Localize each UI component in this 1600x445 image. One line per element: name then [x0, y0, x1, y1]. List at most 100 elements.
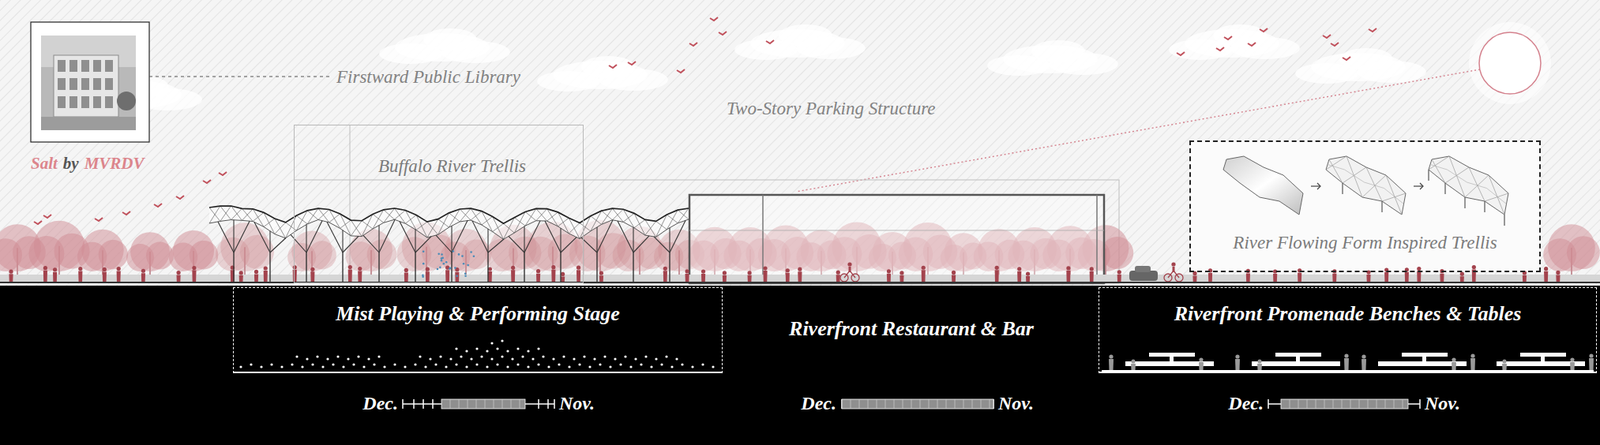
trellis-form-inset — [1419, 183, 1424, 190]
trellis-canopy — [269, 231, 271, 253]
trellis-form-inset — [1430, 165, 1448, 171]
benches — [1344, 353, 1349, 358]
trellis-form-inset — [1325, 156, 1347, 170]
season-timelines — [954, 399, 956, 410]
people — [1522, 275, 1527, 283]
stage-dots — [346, 357, 350, 361]
season-timelines — [502, 399, 504, 410]
trellis-canopy — [231, 208, 243, 220]
trellis-canopy — [492, 223, 504, 232]
stage-dots — [500, 339, 504, 342]
stage-dots — [490, 357, 493, 361]
stage-dots — [521, 355, 524, 358]
stage-dots — [603, 355, 606, 358]
node-title: Mist Playing & Performing Stage — [335, 302, 620, 327]
stage-dots — [623, 355, 627, 358]
trellis-canopy — [487, 252, 489, 283]
stage-dots — [377, 355, 380, 358]
people — [1555, 270, 1560, 275]
season-timelines — [519, 399, 521, 410]
birds — [627, 61, 636, 65]
trellis-form-inset — [1381, 201, 1383, 213]
season-timelines — [1402, 399, 1404, 410]
stage-dots — [510, 357, 514, 361]
trellis-canopy — [450, 252, 452, 283]
stage-dots — [531, 357, 534, 361]
stage-dots — [675, 357, 678, 361]
people — [348, 270, 353, 283]
mist — [422, 250, 425, 253]
month-label: Nov. — [998, 393, 1034, 416]
season-timelines — [1350, 399, 1352, 410]
season-timelines — [911, 399, 913, 410]
mist — [458, 253, 461, 256]
season-timelines — [458, 399, 460, 410]
people — [1416, 271, 1421, 283]
season-timelines — [946, 399, 947, 410]
trellis-form-inset — [1366, 167, 1383, 202]
stage-dots — [495, 363, 499, 366]
people — [899, 270, 904, 275]
season-timelines — [413, 399, 415, 410]
trellis-form-inset — [1385, 175, 1402, 215]
people — [685, 269, 690, 274]
benches — [1588, 358, 1594, 371]
people — [239, 275, 244, 283]
ground-line — [0, 282, 1600, 284]
stage-dots — [459, 355, 462, 358]
trellis-canopy — [450, 225, 452, 253]
birds — [1259, 28, 1268, 32]
program-box: Riverfront Promenade Benches & Tables — [1098, 287, 1597, 374]
trellis-canopy — [378, 252, 380, 283]
stage-dots — [305, 357, 308, 361]
stage-dots — [567, 365, 571, 369]
trellis-canopy — [341, 230, 343, 253]
stage-dots — [259, 365, 263, 369]
stage-dots — [362, 365, 365, 369]
inset-box: River Flowing Form Inspired Trellis — [1189, 140, 1541, 273]
benches — [1130, 359, 1135, 364]
benches — [1198, 357, 1203, 362]
trellis-canopy — [209, 206, 689, 240]
restaurant-building — [1096, 195, 1098, 284]
stage-dots — [290, 363, 293, 366]
trellis-form-inset — [1413, 185, 1424, 187]
credit-text: MVRDV — [84, 153, 145, 173]
benches — [1569, 357, 1574, 362]
trellis-canopy — [399, 221, 416, 253]
mist — [462, 262, 466, 266]
people — [116, 271, 121, 283]
trellis-form-inset — [1344, 169, 1365, 183]
stage-dots — [270, 363, 273, 366]
people — [348, 265, 353, 270]
mist — [469, 251, 473, 254]
mist — [445, 261, 448, 264]
sun — [1479, 32, 1541, 94]
trellis-form-inset — [1189, 140, 1541, 273]
benches — [1257, 364, 1262, 371]
benches — [1470, 358, 1476, 371]
library-photo — [69, 60, 78, 72]
stage-dots — [490, 341, 493, 345]
people — [1089, 266, 1094, 271]
library-photo — [53, 55, 119, 117]
library-photo — [30, 22, 331, 143]
trellis-canopy — [596, 227, 598, 253]
clouds — [581, 56, 635, 79]
birds — [676, 69, 685, 73]
people — [722, 270, 727, 275]
season-timelines — [928, 399, 930, 410]
season-timelines — [1385, 399, 1386, 410]
trellis-canopy — [653, 236, 670, 253]
stage-dots — [691, 365, 694, 369]
people — [1332, 274, 1337, 283]
benches — [1108, 354, 1113, 359]
season-timelines — [1280, 399, 1409, 410]
restaurant-building — [689, 195, 1105, 284]
birds — [1368, 28, 1377, 32]
mist — [421, 250, 475, 278]
trellis-canopy — [416, 221, 428, 230]
people — [701, 269, 706, 274]
node-title: River Flowing Form Inspired Trellis — [1232, 232, 1497, 254]
trellis-canopy — [232, 220, 234, 253]
